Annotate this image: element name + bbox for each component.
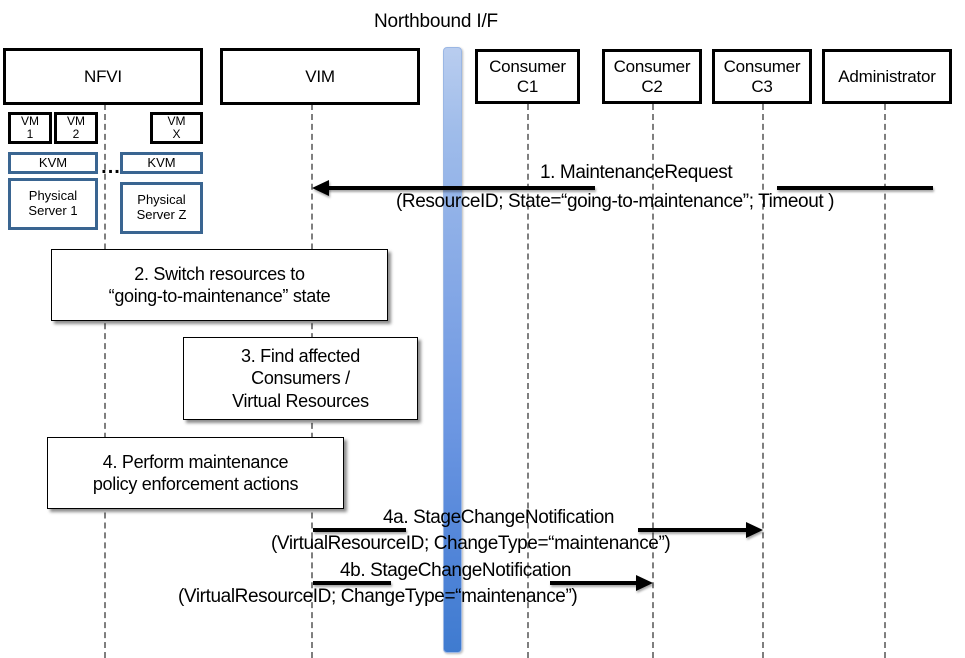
- message-1-line-left: [327, 186, 595, 190]
- actor-box-nfvi[interactable]: NFVI: [3, 48, 203, 105]
- vm-2-line2: 2: [72, 127, 80, 141]
- vm-1-label: VM 1: [21, 115, 39, 141]
- vm-box-1[interactable]: VM 1: [8, 112, 52, 144]
- physical-server-box-1[interactable]: Physical Server 1: [8, 178, 98, 230]
- vm-x-line1: VM: [167, 114, 186, 129]
- server-1-line1: Physical: [28, 188, 78, 204]
- lifeline-consumer-c1: [527, 104, 529, 658]
- consumer-c3-line2: C3: [751, 76, 773, 96]
- step-2-line1: 2. Switch resources to: [134, 263, 305, 284]
- server-z-line2: Server Z: [136, 207, 187, 222]
- message-1-line-right: [777, 186, 933, 190]
- step-box-4: 4. Perform maintenance policy enforcemen…: [47, 437, 344, 509]
- step-box-2: 2. Switch resources to “going-to-mainten…: [51, 249, 388, 321]
- physical-server-box-z[interactable]: Physical Server Z: [120, 182, 203, 234]
- message-4a-line-right: [638, 528, 746, 532]
- message-4a-arrowhead: [746, 522, 763, 538]
- actor-box-consumer-c1[interactable]: Consumer C1: [475, 49, 580, 104]
- vm-2-label: VM 2: [67, 115, 85, 141]
- message-4b-line-left: [313, 581, 391, 585]
- hypervisor-box-kvm-1[interactable]: KVM: [8, 152, 98, 174]
- message-4a-line-left: [313, 528, 406, 532]
- message-4a-label: 4a. StageChangeNotification: [383, 507, 615, 528]
- message-4a-params: (VirtualResourceID; ChangeType=“maintena…: [271, 533, 671, 554]
- actor-box-administrator[interactable]: Administrator: [822, 49, 952, 104]
- lifeline-consumer-c2: [652, 104, 654, 658]
- message-1-arrowhead: [312, 180, 329, 196]
- kvm-1-label: KVM: [38, 154, 68, 170]
- server-1-line2: Server 1: [28, 203, 78, 218]
- physical-server-1-label: Physical Server 1: [28, 188, 78, 219]
- server-z-line1: Physical: [137, 192, 186, 208]
- step-3-line3: Virtual Resources: [232, 390, 369, 411]
- actor-label-administrator: Administrator: [838, 66, 936, 86]
- lifeline-nfvi: [104, 104, 106, 658]
- message-1-label: 1. MaintenanceRequest: [540, 162, 733, 183]
- step-4-line2: policy enforcement actions: [92, 474, 299, 494]
- lifeline-administrator: [884, 104, 886, 658]
- diagram-title: Northbound I/F: [374, 11, 498, 32]
- vm-box-x[interactable]: VM X: [150, 112, 203, 144]
- consumer-c2-line1: Consumer: [613, 57, 691, 77]
- vm-2-line1: VM: [67, 114, 85, 129]
- vm-x-label: VM X: [168, 115, 186, 141]
- actor-box-consumer-c3[interactable]: Consumer C3: [712, 49, 812, 104]
- hypervisor-box-kvm-2[interactable]: KVM: [120, 152, 203, 174]
- message-1-params: (ResourceID; State=“going-to-maintenance…: [396, 191, 835, 212]
- actor-box-vim[interactable]: VIM: [220, 48, 420, 105]
- actor-label-consumer-c1: Consumer C1: [489, 57, 566, 95]
- step-box-3: 3. Find affected Consumers / Virtual Res…: [183, 337, 418, 420]
- step-3-line1: 3. Find affected: [241, 345, 360, 366]
- actor-label-nfvi: NFVI: [84, 66, 122, 86]
- vm-1-line2: 1: [26, 127, 34, 141]
- actor-label-vim: VIM: [305, 66, 335, 86]
- kvm-2-label: KVM: [147, 154, 176, 170]
- step-3-line2: Consumers /: [251, 368, 350, 389]
- physical-server-z-label: Physical Server Z: [136, 192, 187, 223]
- northbound-interface-bar: [443, 47, 462, 653]
- vm-x-line2: X: [172, 127, 181, 141]
- message-4b-arrowhead: [636, 575, 653, 591]
- message-4b-params: (VirtualResourceID; ChangeType=“maintena…: [178, 586, 578, 607]
- step-2-line2: “going-to-maintenance” state: [108, 286, 331, 306]
- consumer-c2-line2: C2: [641, 76, 663, 96]
- actor-label-consumer-c2: Consumer C2: [614, 57, 691, 95]
- actor-box-consumer-c2[interactable]: Consumer C2: [602, 49, 702, 104]
- vm-1-line1: VM: [21, 114, 39, 129]
- step-4-line1: 4. Perform maintenance: [102, 451, 289, 472]
- consumer-c3-line1: Consumer: [723, 57, 801, 77]
- consumer-c1-line1: Consumer: [489, 57, 566, 77]
- consumer-c1-line2: C1: [516, 76, 539, 96]
- message-4b-line-right: [550, 581, 636, 585]
- lifeline-consumer-c3: [762, 104, 764, 658]
- actor-label-consumer-c3: Consumer C3: [724, 57, 801, 95]
- infrastructure-ellipsis: ...: [101, 156, 121, 178]
- message-4b-label: 4b. StageChangeNotification: [340, 560, 572, 581]
- vm-box-2[interactable]: VM 2: [54, 112, 98, 144]
